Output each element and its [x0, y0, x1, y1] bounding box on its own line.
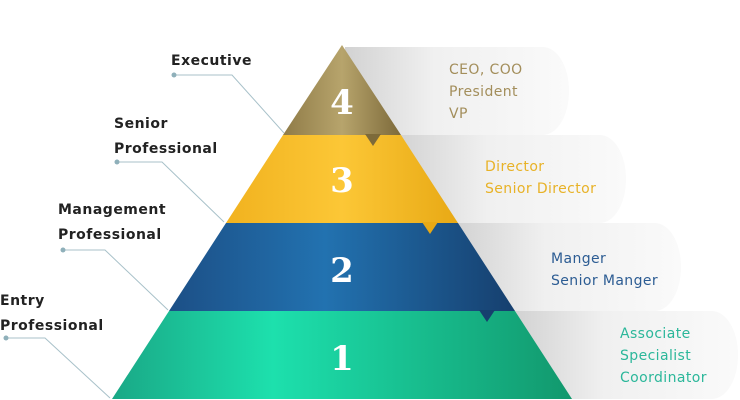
role-director: Director: [485, 159, 545, 175]
label-executive: Executive: [171, 49, 252, 74]
role-specialist: Specialist: [620, 348, 692, 364]
role-band-tier-1: [515, 311, 738, 399]
notch-tier-4: [365, 134, 381, 146]
leader-lines: [6, 74, 285, 399]
tier-4-shape: [283, 45, 401, 135]
notches: [365, 134, 495, 322]
notch-tier-3: [422, 222, 438, 234]
tier-number-2: 2: [330, 251, 354, 291]
tier-number-3: 3: [330, 161, 354, 201]
tier-1-shape: [112, 311, 572, 399]
role-president: President: [449, 84, 518, 100]
role-manger: Manger: [551, 251, 607, 267]
role-band-tier-2: [455, 223, 681, 311]
role-coordinator: Coordinator: [620, 370, 707, 386]
pyramid: [112, 45, 572, 399]
label-senior-line-1: Senior: [114, 116, 168, 132]
label-entry-line-1: Entry: [0, 293, 45, 309]
roles-tier-1: Associate Specialist Coordinator: [620, 323, 707, 389]
tier-number-1: 1: [330, 339, 354, 379]
leader-dot-entry: [3, 335, 9, 341]
label-management-professional: Management Professional: [58, 198, 166, 248]
leader-dot-senior: [114, 159, 120, 165]
role-vp: VP: [449, 106, 468, 122]
label-management-line-1: Management: [58, 202, 167, 218]
leader-line-executive: [174, 74, 285, 134]
notch-tier-2: [479, 310, 495, 322]
role-senior-director: Senior Director: [485, 181, 597, 197]
leader-line-management: [63, 249, 169, 311]
leader-dot-executive: [171, 72, 177, 78]
role-senior-manger: Senior Manger: [551, 273, 659, 289]
label-executive-line-1: Executive: [171, 53, 252, 69]
tier-number-4: 4: [330, 83, 354, 123]
role-band-tier-4: [345, 47, 569, 135]
label-entry-professional: Entry Professional: [0, 289, 104, 339]
role-band-tier-3: [395, 135, 626, 223]
label-senior-professional: Senior Professional: [114, 112, 218, 162]
leader-line-entry: [6, 337, 111, 399]
leader-dot-management: [60, 247, 66, 253]
roles-tier-4: CEO, COO President VP: [449, 59, 523, 125]
tier-2-shape: [169, 223, 515, 311]
role-bands: [345, 47, 738, 399]
label-entry-line-2: Professional: [0, 318, 104, 334]
tier-3-shape: [226, 135, 458, 223]
leader-line-senior: [117, 161, 225, 223]
tier-numbers: 4 3 2 1: [330, 83, 354, 379]
roles-tier-3: Director Senior Director: [485, 156, 596, 200]
leader-dots: [3, 72, 177, 341]
role-associate: Associate: [620, 326, 691, 342]
label-management-line-2: Professional: [58, 227, 162, 243]
roles-tier-2: Manger Senior Manger: [551, 248, 658, 292]
label-senior-line-2: Professional: [114, 141, 218, 157]
role-ceo-coo: CEO, COO: [449, 62, 523, 78]
